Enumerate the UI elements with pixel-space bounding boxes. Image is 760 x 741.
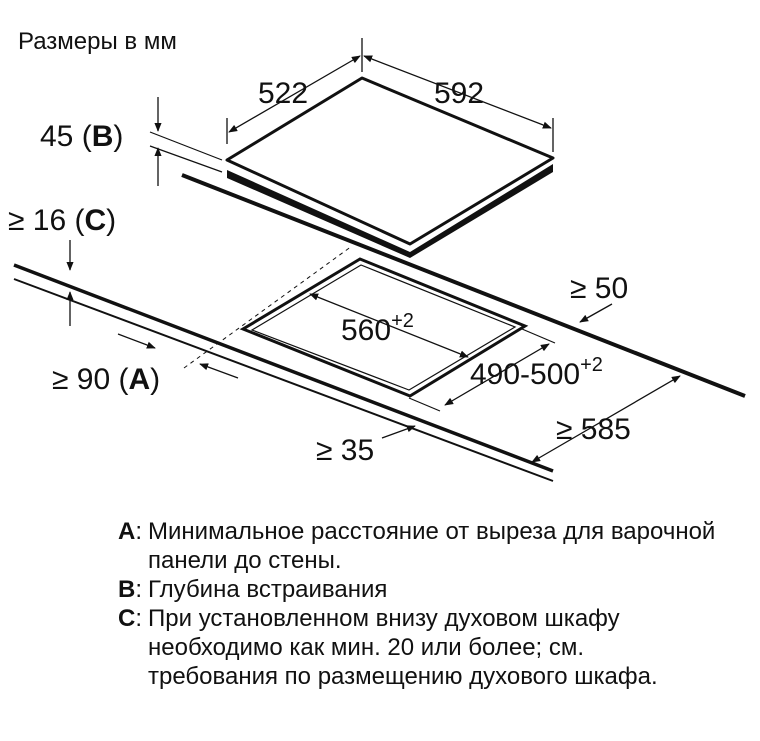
dimension-a: ≥ 90 (A) xyxy=(52,333,239,396)
legend: A: Минимальное расстояние от выреза для … xyxy=(118,517,718,691)
label-c-close: ) xyxy=(106,204,116,237)
label-a-open: ( xyxy=(110,363,128,396)
label-b-open: ( xyxy=(73,120,91,153)
label-b: 45 (B) xyxy=(40,120,123,153)
cutout xyxy=(239,257,529,398)
legend-sep-b: : xyxy=(135,576,143,603)
label-b-close: ) xyxy=(113,120,123,153)
label-490-tol: +2 xyxy=(580,354,603,376)
legend-text-b: Глубина встраивания xyxy=(148,576,388,603)
dimension-c: ≥ 16 (C) xyxy=(8,204,116,326)
dimension-490-500: 490-500+2 xyxy=(408,328,603,412)
hob-bottom-edge xyxy=(227,164,553,258)
label-522: 522 xyxy=(258,77,308,110)
ext-line-b-bottom xyxy=(149,145,223,173)
label-592: 592 xyxy=(434,77,484,110)
arrow-a-left xyxy=(199,363,239,379)
label-490-value: 490-500 xyxy=(470,358,580,391)
dimension-522: 522 xyxy=(226,38,363,144)
legend-item-b: B: Глубина встраивания xyxy=(118,575,718,604)
label-50: ≥ 50 xyxy=(570,272,628,305)
legend-item-c: C: При установленном внизу духовом шкафу… xyxy=(118,604,718,691)
cutout-outline xyxy=(239,257,529,398)
label-a: ≥ 90 (A) xyxy=(52,363,160,396)
label-560-tol: +2 xyxy=(391,310,414,332)
projection-dashed-line xyxy=(183,245,353,369)
dim-line-585 xyxy=(531,375,681,463)
arrow-a-right xyxy=(117,333,156,349)
label-c-value: ≥ 16 xyxy=(8,204,66,237)
ext-line-490-a xyxy=(521,328,556,344)
label-c: ≥ 16 (C) xyxy=(8,204,116,237)
label-b-value: 45 xyxy=(40,120,73,153)
label-35: ≥ 35 xyxy=(316,434,374,467)
dim-line-490-500 xyxy=(444,343,550,406)
legend-text-a: Минимальное расстояние от выреза для вар… xyxy=(148,518,716,574)
dimension-b: 45 (B) xyxy=(40,97,223,186)
arrow-35 xyxy=(381,425,416,439)
dim-line-560 xyxy=(309,293,469,358)
legend-key-c: C xyxy=(118,605,136,632)
label-560-value: 560 xyxy=(341,314,391,347)
worktop-front-top-edge xyxy=(13,263,554,473)
label-a-close: ) xyxy=(150,363,160,396)
ext-line-490-b xyxy=(408,397,441,412)
worktop-back-edge xyxy=(181,173,746,398)
legend-item-a: A: Минимальное расстояние от выреза для … xyxy=(118,517,718,575)
legend-key-b: B xyxy=(118,576,136,603)
label-a-value: ≥ 90 xyxy=(52,363,110,396)
cutout-inner-edge xyxy=(250,264,517,391)
label-c-open: ( xyxy=(66,204,84,237)
dimension-560: 560+2 xyxy=(309,293,469,358)
worktop xyxy=(13,173,746,482)
legend-sep-a: : xyxy=(135,518,143,545)
label-a-letter: A xyxy=(129,363,151,396)
worktop-front-bottom-edge xyxy=(13,278,554,482)
label-490-500: 490-500+2 xyxy=(470,354,603,391)
dim-line-522 xyxy=(228,55,361,133)
dimension-50: ≥ 50 xyxy=(570,272,628,323)
title: Размеры в мм xyxy=(18,28,177,55)
legend-key-a: A xyxy=(118,518,136,545)
label-560: 560+2 xyxy=(341,310,414,347)
dimension-585: ≥ 585 xyxy=(531,375,681,463)
arrow-50 xyxy=(579,303,613,323)
label-c-letter: C xyxy=(85,204,107,237)
dimension-35: ≥ 35 xyxy=(316,425,416,467)
label-b-letter: B xyxy=(92,120,114,153)
legend-text-c: При установленном внизу духовом шкафу не… xyxy=(148,605,658,690)
ext-line-b-top xyxy=(149,131,223,161)
legend-sep-c: : xyxy=(135,605,143,632)
dimension-592: 592 xyxy=(363,55,554,152)
dim-line-592 xyxy=(363,55,552,129)
label-585: ≥ 585 xyxy=(556,413,631,446)
